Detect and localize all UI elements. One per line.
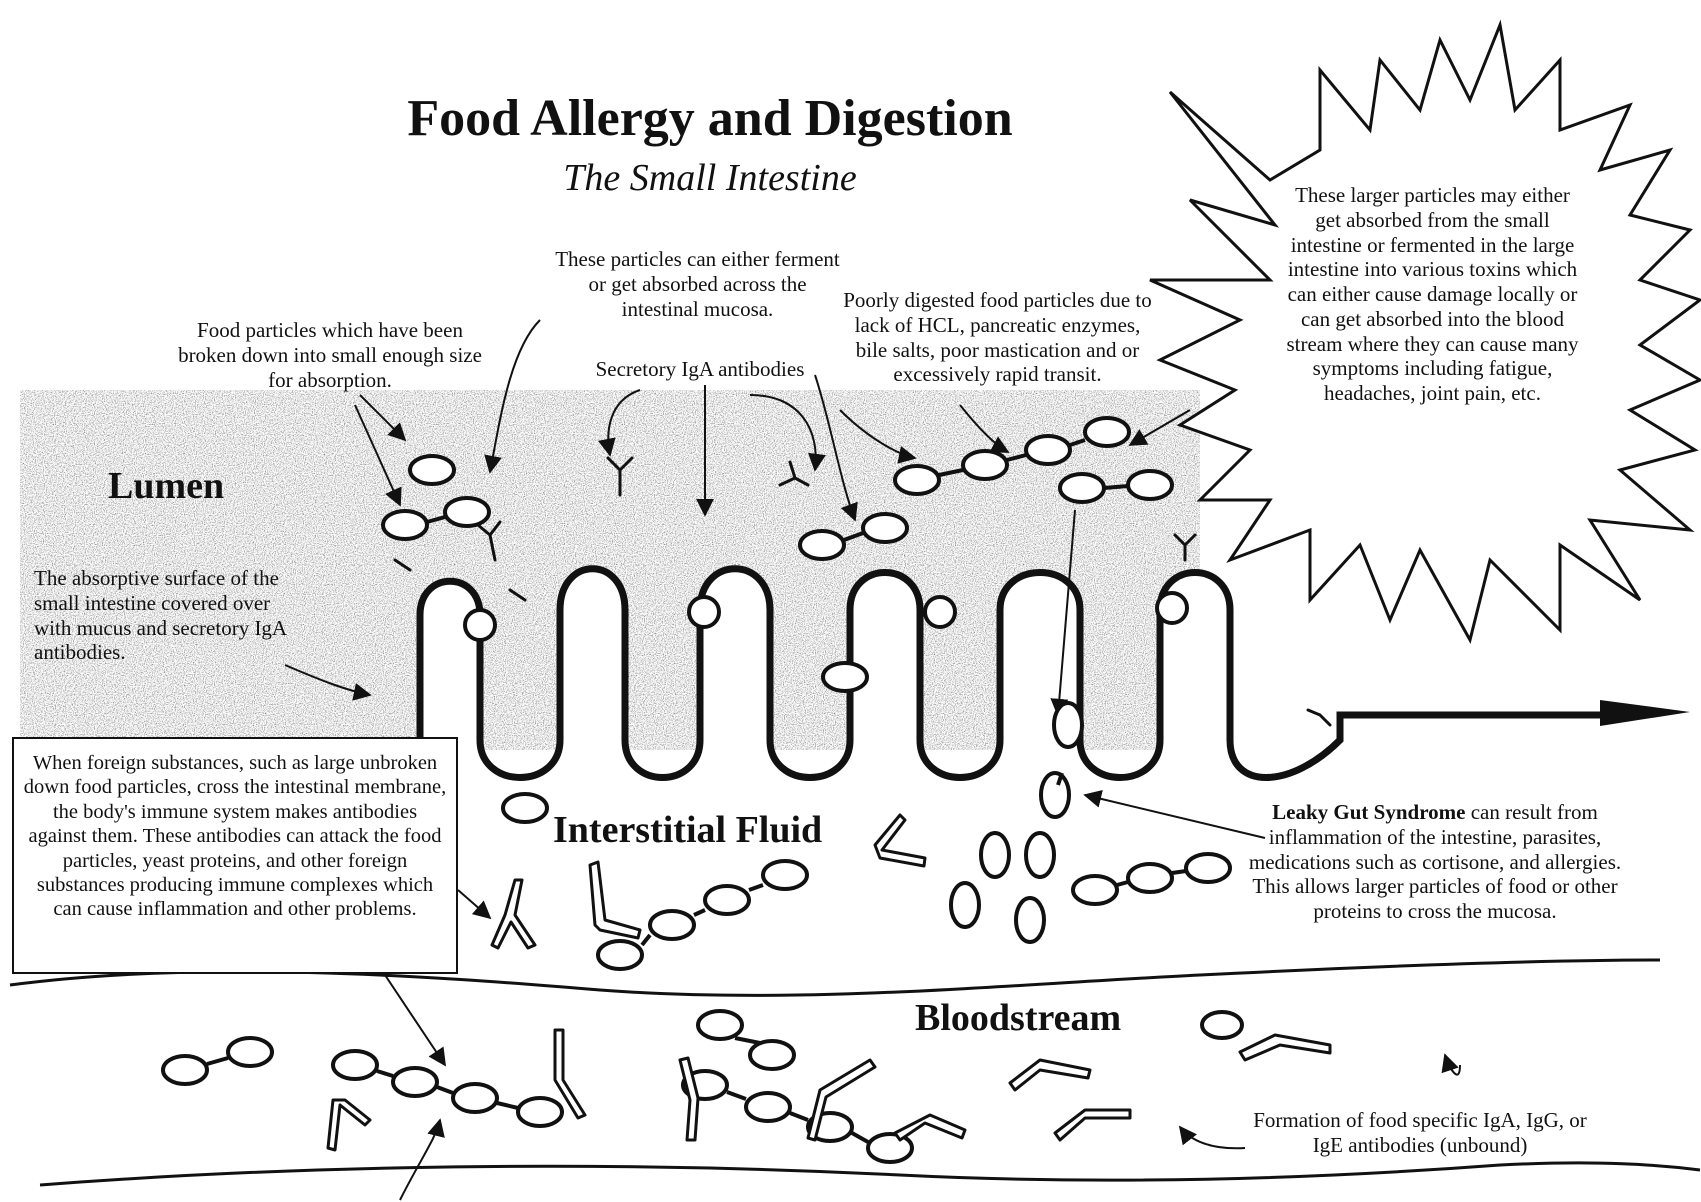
- leaky-gut-note: Leaky Gut Syndrome can result from infla…: [1240, 800, 1630, 924]
- lumen-label: Lumen: [108, 464, 224, 508]
- interstitial-fluid-label: Interstitial Fluid: [553, 808, 822, 852]
- page-title: Food Allergy and Digestion: [330, 88, 1090, 149]
- leaky-gut-term: Leaky Gut Syndrome: [1272, 800, 1465, 824]
- page-subtitle: The Small Intestine: [480, 156, 940, 201]
- immune-response-text: When foreign substances, such as large u…: [14, 739, 456, 922]
- antibody-formation-note: Formation of food specific IgA, IgG, or …: [1240, 1108, 1600, 1158]
- poorly-digested-note: Poorly digested food particles due to la…: [840, 288, 1155, 387]
- immune-response-box: When foreign substances, such as large u…: [12, 737, 458, 974]
- small-particles-note: Food particles which have been broken do…: [170, 318, 490, 392]
- ferment-absorb-note: These particles can either ferment or ge…: [555, 247, 840, 321]
- secretory-iga-note: Secretory IgA antibodies: [575, 357, 825, 382]
- absorptive-surface-note: The absorptive surface of the small inte…: [34, 566, 304, 665]
- bloodstream-label: Bloodstream: [915, 996, 1121, 1040]
- vessel-wall-bottom: [40, 1163, 1700, 1185]
- larger-particles-note: These larger particles may either get ab…: [1285, 183, 1580, 406]
